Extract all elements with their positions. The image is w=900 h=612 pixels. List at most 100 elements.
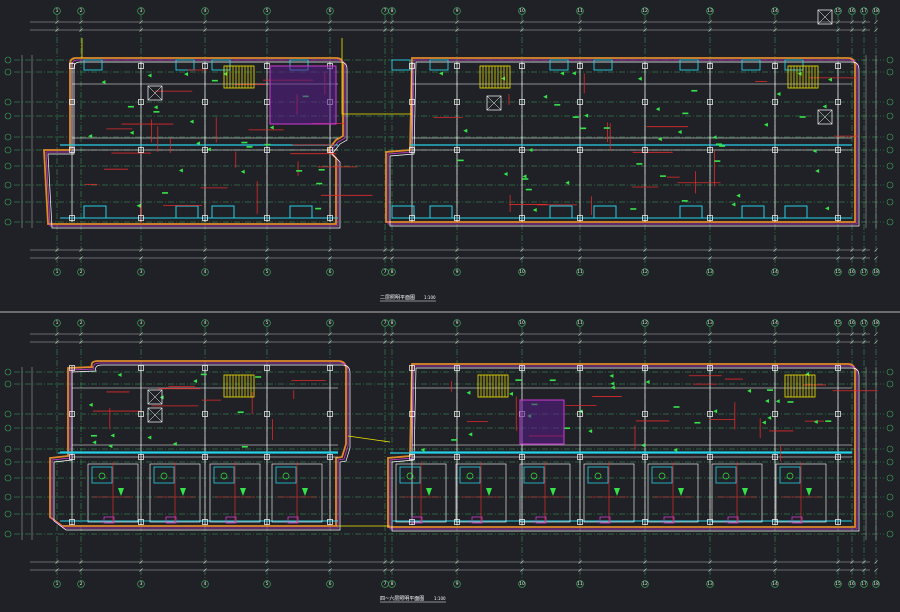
- light-fixture: [88, 134, 93, 139]
- grid-number: 11: [577, 269, 583, 275]
- light-fixture: [466, 472, 474, 480]
- grid-bubble-icon: [4, 493, 12, 501]
- service-core: [519, 399, 565, 445]
- light-fixture: [200, 373, 207, 376]
- dimension-tick: [874, 560, 878, 564]
- dimension-tick: [328, 332, 332, 336]
- light-fixture: [92, 440, 97, 445]
- grid-bubble-icon: [886, 162, 894, 170]
- column-icon: [409, 365, 415, 371]
- window-bay: [429, 59, 449, 71]
- switch-symbol: [118, 488, 124, 496]
- dimension-tick: [203, 20, 207, 24]
- grid-bubble-icon: [860, 268, 868, 276]
- dimension-tick: [862, 560, 866, 564]
- column-icon: [69, 215, 75, 221]
- dimension-tick: [773, 248, 777, 252]
- grid-bubble-icon: [771, 319, 779, 327]
- grid-number: 6: [329, 269, 332, 275]
- grid-bubble-icon: [860, 580, 868, 588]
- dimension-tick: [455, 560, 459, 564]
- feeder-line: [336, 435, 391, 527]
- column-icon: [772, 519, 778, 525]
- grid-bubble-icon: [860, 319, 868, 327]
- grid-bubble-icon: [576, 7, 584, 15]
- dimension-tick: [265, 568, 269, 572]
- column-icon: [642, 147, 648, 153]
- grid-number: 8: [391, 8, 394, 14]
- dimension-tick: [265, 20, 269, 24]
- grid-number: 2: [80, 269, 83, 275]
- dimension-tick: [383, 560, 387, 564]
- bathroom: [651, 466, 673, 484]
- grid-number: 17: [861, 320, 867, 326]
- grid-number: 4: [204, 269, 207, 275]
- light-fixture: [316, 182, 323, 185]
- dimension-tick: [773, 568, 777, 572]
- column-icon: [138, 147, 144, 153]
- grid-bubble-icon: [886, 181, 894, 189]
- grid-bubble-icon: [641, 319, 649, 327]
- light-fixture: [637, 76, 642, 81]
- light-fixture: [147, 73, 152, 78]
- switch-symbol: [426, 488, 432, 496]
- light-fixture: [658, 472, 666, 480]
- column-icon: [264, 147, 270, 153]
- column-icon: [454, 519, 460, 525]
- grid-number: 17: [861, 269, 867, 275]
- light-fixture: [813, 419, 818, 424]
- light-fixture: [609, 373, 614, 378]
- grid-number: 4: [204, 8, 207, 14]
- elevator-icon: [486, 95, 502, 111]
- dimension-tick: [578, 340, 582, 344]
- light-fixture: [610, 381, 615, 386]
- dimension-tick: [265, 560, 269, 564]
- dimension-tick: [390, 340, 394, 344]
- light-fixture: [241, 141, 248, 144]
- grid-number: 9: [456, 320, 459, 326]
- dimension-tick: [265, 256, 269, 260]
- light-fixture: [246, 146, 253, 148]
- window-bay: [391, 59, 411, 71]
- column-icon: [519, 99, 525, 105]
- grid-bubble-icon: [518, 7, 526, 15]
- elevator-cross: [817, 9, 833, 25]
- switch-symbol: [486, 488, 492, 496]
- grid-bubble-icon: [388, 268, 396, 276]
- light-fixture: [178, 168, 183, 173]
- grid-number: 16: [849, 269, 855, 275]
- light-fixture: [98, 472, 106, 480]
- grid-bubble-icon: [4, 380, 12, 388]
- column-icon: [327, 519, 333, 525]
- light-fixture: [195, 141, 200, 146]
- grid-bubble-icon: [4, 510, 12, 518]
- light-fixture: [797, 71, 802, 76]
- dimension-tick: [203, 560, 207, 564]
- light-fixture: [640, 443, 645, 448]
- grid-bubble-icon: [326, 319, 334, 327]
- grid-number: 13: [707, 581, 713, 587]
- light-fixture: [584, 113, 589, 118]
- column-icon: [642, 411, 648, 417]
- dimension-tick: [874, 28, 878, 32]
- dimension-tick: [836, 28, 840, 32]
- dimension-tick: [455, 28, 459, 32]
- window-bay: [679, 205, 703, 219]
- grid-bubble-icon: [53, 580, 61, 588]
- light-fixture: [528, 147, 533, 152]
- grid-bubble-icon: [4, 458, 12, 466]
- dimension-tick: [390, 28, 394, 32]
- grid-number: 2: [80, 581, 83, 587]
- light-fixture: [691, 89, 698, 92]
- grid-bubble-icon: [848, 7, 856, 15]
- dimension-tick: [55, 560, 59, 564]
- grid-bubble-icon: [886, 474, 894, 482]
- column-icon: [409, 519, 415, 525]
- column-icon: [642, 63, 648, 69]
- light-fixture: [594, 472, 602, 480]
- column-icon: [454, 365, 460, 371]
- light-fixture: [466, 390, 471, 395]
- grid-number: 14: [772, 581, 778, 587]
- column-icon: [69, 365, 75, 371]
- grid-bubble-icon: [53, 268, 61, 276]
